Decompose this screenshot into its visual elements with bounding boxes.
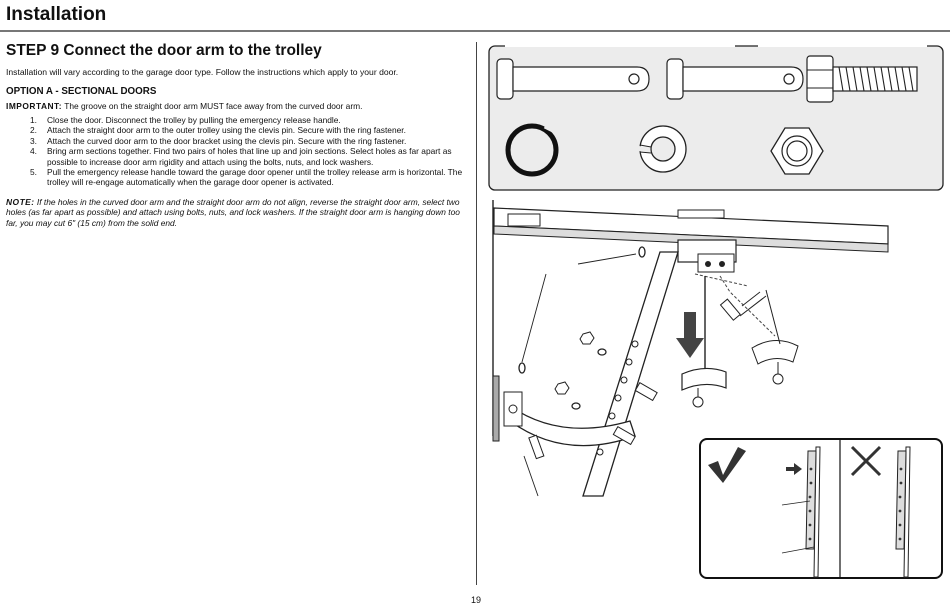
column-divider — [476, 42, 477, 585]
section-title: Installation — [6, 4, 107, 25]
x-mark-icon — [850, 445, 882, 477]
step-number: 1. — [30, 115, 37, 125]
page-number: 19 — [471, 595, 482, 605]
clevis-pin-icon — [496, 58, 650, 100]
steps-list: 1. Close the door. Disconnect the trolley… — [6, 115, 468, 188]
list-item: 1. Close the door. Disconnect the trolley… — [6, 115, 468, 125]
list-item: 4. Bring arm sections together. Find two … — [6, 146, 468, 167]
important-label: IMPORTANT: — [6, 101, 63, 111]
option-title: OPTION A - SECTIONAL DOORS — [6, 86, 157, 97]
checkmark-icon — [708, 447, 746, 483]
note: NOTE: If the holes in the curved door ar… — [6, 197, 466, 228]
intro-text: Installation will vary according to the … — [6, 67, 399, 77]
list-item: 2. Attach the straight door arm to the ou… — [6, 125, 468, 135]
arm-orientation-inset — [699, 438, 943, 579]
step-text: Bring arm sections together. Find two pa… — [47, 146, 452, 167]
important-text: The groove on the straight door arm MUST… — [62, 101, 363, 111]
note-text: If the holes in the curved door arm and … — [6, 196, 460, 228]
hex-nut-icon — [554, 331, 595, 395]
down-arrow-icon — [676, 312, 704, 358]
ring-fastener-icon — [505, 123, 559, 177]
step-text: Close the door. Disconnect the trolley b… — [47, 115, 341, 125]
step-number: 5. — [30, 167, 37, 178]
list-item: 3. Attach the curved door arm to the door… — [6, 136, 468, 146]
instructions-column: STEP 9 Connect the door arm to the troll… — [6, 42, 468, 228]
ring-fastener-icon — [518, 246, 646, 374]
bolt-icon — [528, 298, 741, 460]
header-divider — [0, 30, 950, 32]
important-note: IMPORTANT: The groove on the straight do… — [6, 101, 468, 112]
bolt-icon — [806, 55, 918, 103]
step-number: 3. — [30, 135, 37, 146]
lock-washer-icon — [634, 125, 687, 173]
lock-washer-icon — [571, 348, 607, 410]
step-number: 4. — [30, 146, 37, 157]
clevis-pin-icon — [666, 58, 804, 100]
step-title: STEP 9 Connect the door arm to the troll… — [6, 42, 322, 59]
note-label: NOTE: — [6, 196, 35, 207]
step-text: Attach the curved door arm to the door b… — [47, 135, 407, 146]
step-number: 2. — [30, 125, 37, 136]
list-item: 5. Pull the emergency release handle towa… — [6, 167, 468, 188]
step-text: Attach the straight door arm to the oute… — [47, 125, 406, 136]
step-text: Pull the emergency release handle toward… — [47, 167, 463, 188]
hardware-parts-illustration — [488, 45, 944, 191]
door-arm-assembly-illustration — [492, 200, 889, 497]
hex-nut-icon — [770, 127, 824, 175]
